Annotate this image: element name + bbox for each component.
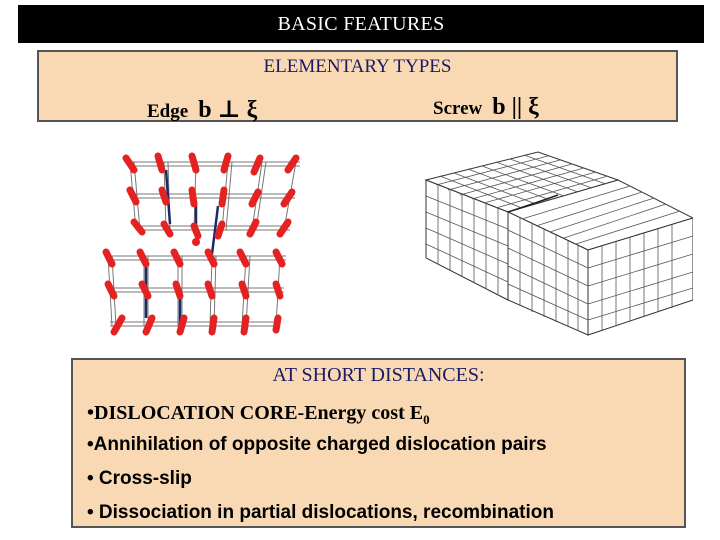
- elementary-types-box: ELEMENTARY TYPES Edge b ⊥ ξ Screw b || ξ: [37, 50, 678, 124]
- short-distances-heading: AT SHORT DISTANCES:: [272, 364, 485, 386]
- screw-dislocation-figure: [424, 151, 693, 336]
- bullet-cross-slip: • Cross-slip: [87, 468, 192, 489]
- bullet-dislocation-core: •DISLOCATION CORE-Energy cost E0: [87, 402, 430, 428]
- screw-label: Screw: [433, 98, 483, 119]
- bullet-annihilation: •Annihilation of opposite charged disloc…: [87, 434, 547, 455]
- screw-type: Screw b || ξ: [433, 94, 539, 121]
- elementary-types-heading: ELEMENTARY TYPES: [263, 56, 452, 77]
- bullet-dislocation-core-text: •DISLOCATION CORE-Energy cost E: [87, 402, 424, 424]
- energy-subscript: 0: [423, 412, 430, 427]
- screw-symbol: b || ξ: [492, 94, 539, 120]
- slide-title: BASIC FEATURES: [18, 5, 704, 43]
- short-distances-box: AT SHORT DISTANCES: •DISLOCATION CORE-En…: [71, 358, 686, 528]
- edge-symbol: b ⊥ ξ: [198, 97, 258, 123]
- edge-dislocation-figure: [102, 152, 300, 336]
- edge-type: Edge b ⊥ ξ: [147, 94, 257, 124]
- bullet-dissociation: • Dissociation in partial dislocations, …: [87, 502, 554, 523]
- edge-label: Edge: [147, 101, 189, 122]
